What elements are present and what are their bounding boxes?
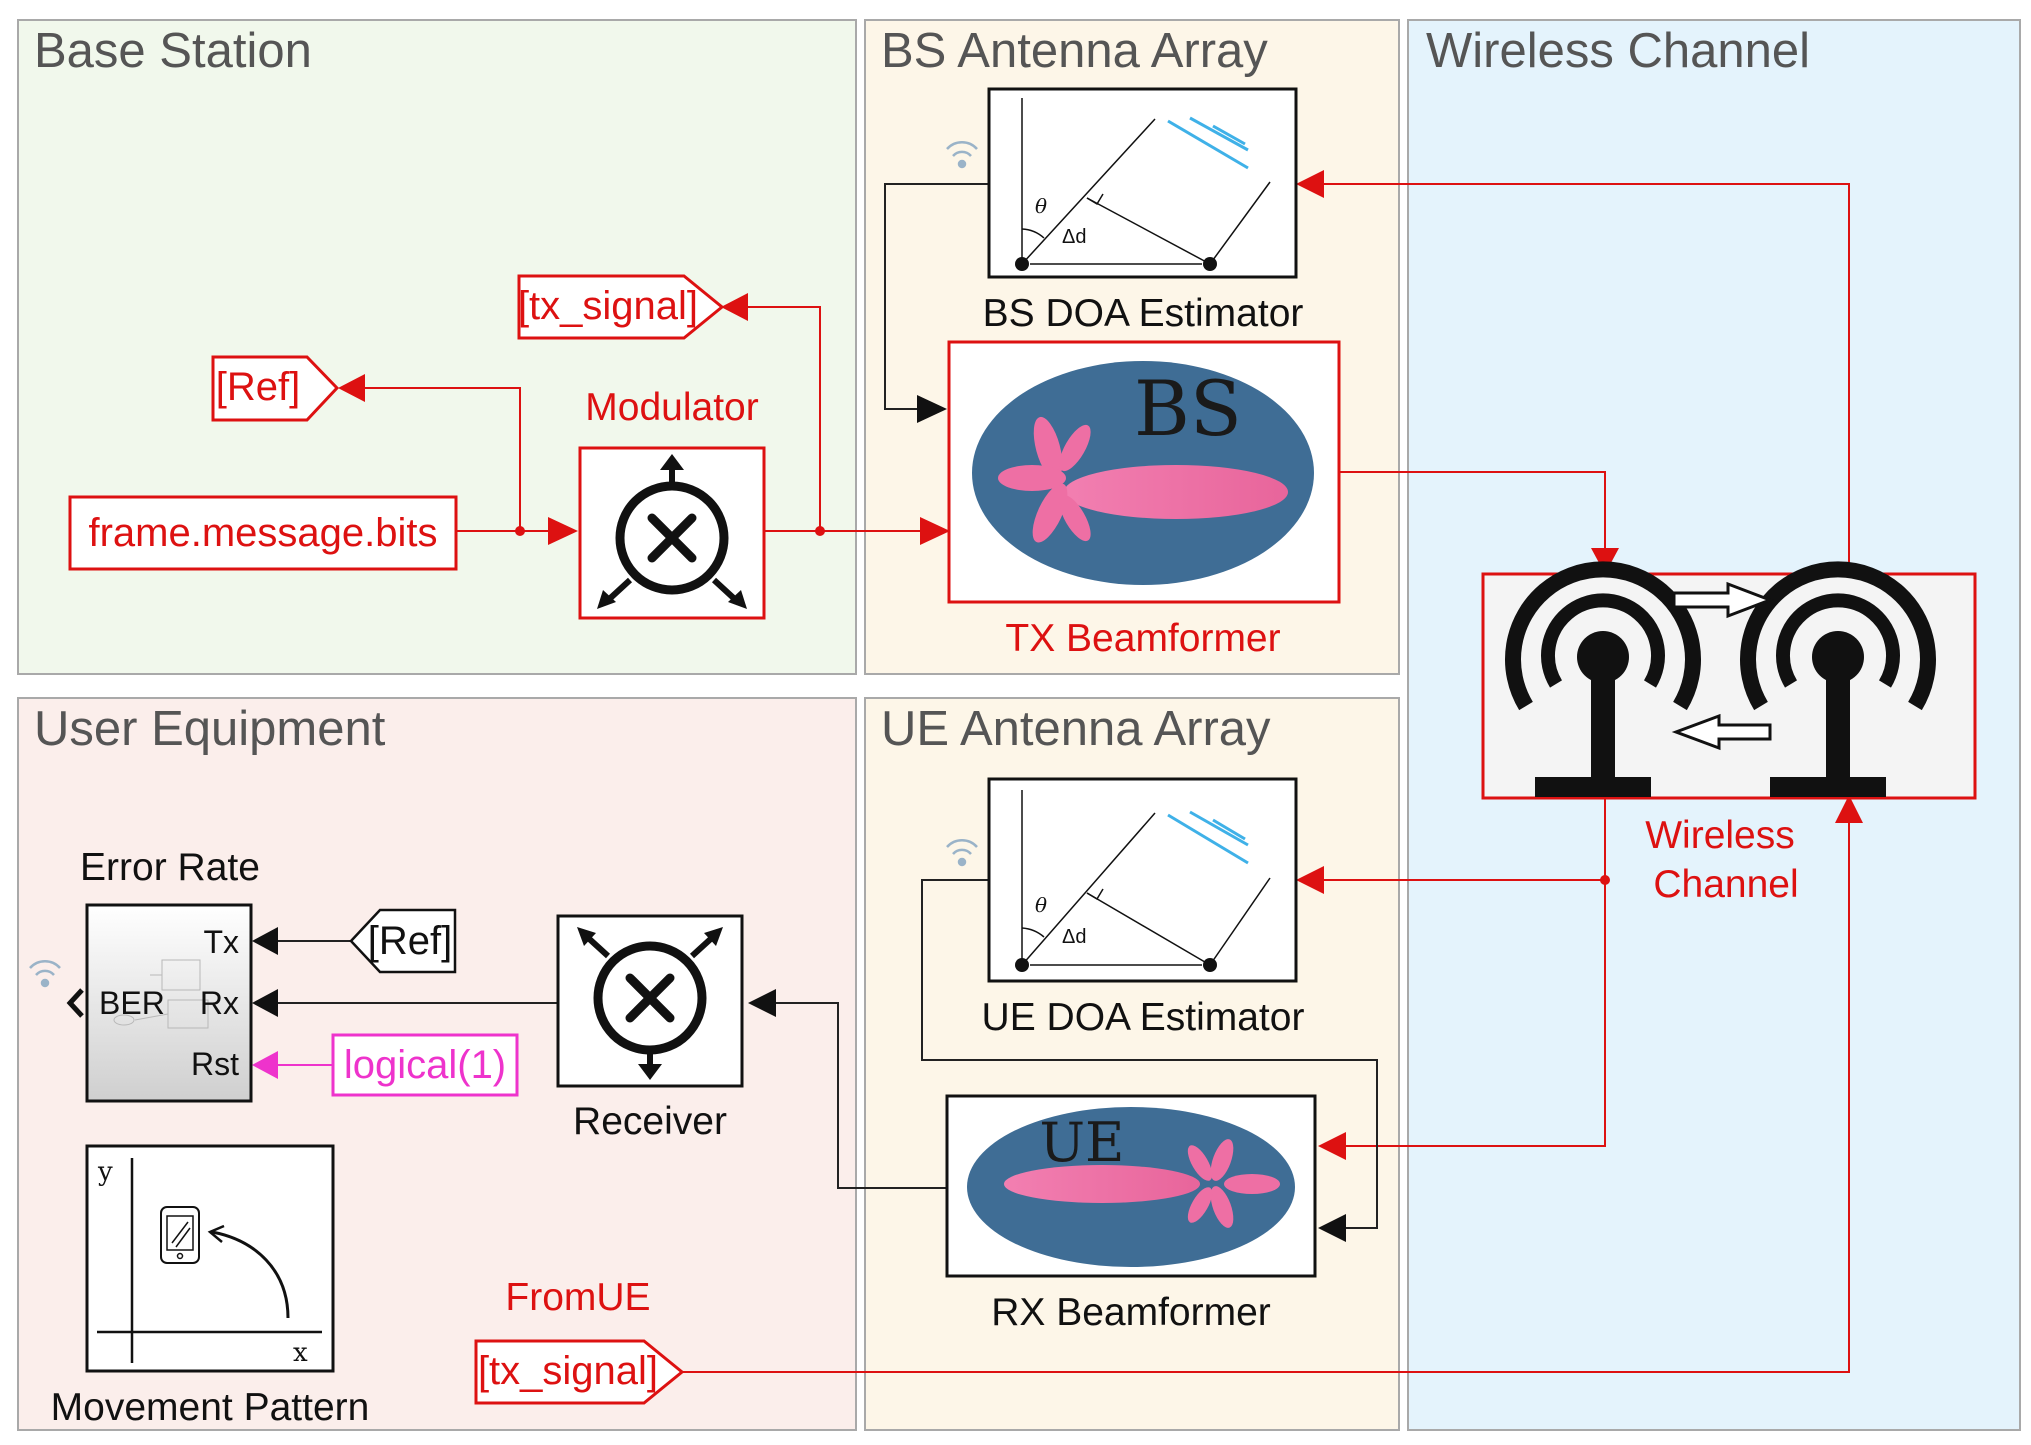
from-ref-label: [Ref]: [368, 919, 452, 963]
receiver-label: Receiver: [573, 1100, 727, 1143]
area-title-ue-antenna-array: UE Antenna Array: [881, 702, 1271, 756]
from-ue-tag-label: [tx_signal]: [478, 1349, 658, 1393]
area-title-user-equipment: User Equipment: [34, 702, 386, 756]
wireless-channel-label-line1: Wireless: [1645, 814, 1795, 857]
antenna-signal-icon: [946, 838, 978, 867]
arrow-left-icon: [1671, 713, 1772, 751]
goto-ref-label: [Ref]: [216, 365, 300, 409]
const-frame-message-bits-block[interactable]: frame.message.bits: [68, 495, 458, 571]
from-ref-tag[interactable]: [Ref]: [349, 908, 457, 974]
const-logical-block[interactable]: logical(1): [331, 1033, 519, 1097]
axis-y-label: y: [97, 1157, 113, 1187]
movement-pattern-block[interactable]: y x: [85, 1144, 335, 1373]
axis-x-label: x: [293, 1338, 308, 1368]
theta-symbol: θ: [1035, 893, 1047, 917]
output-port-arrow-icon: [66, 988, 84, 1018]
ue-doa-estimator-label: UE DOA Estimator: [982, 996, 1305, 1039]
bs-doa-estimator-block[interactable]: θ Δd: [987, 87, 1298, 279]
const-bits-label: frame.message.bits: [88, 511, 437, 555]
port-rx: Rx: [200, 985, 239, 1021]
from-ue-tx-signal-tag[interactable]: [tx_signal]: [474, 1339, 685, 1405]
area-title-base-station: Base Station: [34, 24, 312, 78]
multiply-icon: [597, 454, 747, 609]
rx-beamformer-block[interactable]: UE: [945, 1094, 1317, 1278]
error-rate-thumbnail-icon: [113, 959, 209, 1029]
port-tx: Tx: [203, 924, 239, 960]
tower-icon-right: [1740, 561, 1936, 797]
modulator-label: Modulator: [585, 386, 758, 429]
branch-point: [1600, 875, 1610, 885]
goto-ref-tag[interactable]: [Ref]: [211, 355, 340, 422]
bs-doa-estimator-label: BS DOA Estimator: [983, 292, 1304, 335]
rx-beamformer-label: RX Beamformer: [991, 1291, 1271, 1334]
signal-lines-black: [278, 183, 1378, 1229]
delta-d-symbol: Δd: [1062, 226, 1086, 248]
branch-point: [515, 526, 525, 536]
wireless-channel-label-line2: Channel: [1653, 863, 1798, 906]
arrowhead-magenta: [252, 1051, 278, 1079]
beamformer-logo-icon: BS: [972, 361, 1314, 585]
port-rst: Rst: [191, 1046, 239, 1082]
antenna-signal-icon: [29, 959, 61, 988]
tower-icon-left: [1505, 561, 1701, 797]
const-logical-label: logical(1): [344, 1043, 506, 1087]
tx-beamformer-block[interactable]: BS: [947, 340, 1341, 604]
arrowheads-red: [338, 170, 1863, 1160]
ue-doa-estimator-block[interactable]: θ Δd: [987, 777, 1298, 983]
arrow-right-icon: [1672, 581, 1775, 619]
logo-text-bs: BS: [1134, 364, 1242, 453]
area-title-bs-antenna-array: BS Antenna Array: [881, 24, 1268, 78]
arrowheads-black: [252, 395, 1346, 1242]
error-rate-block[interactable]: Tx Rx Rst BER: [85, 903, 253, 1103]
beamformer-logo-icon: UE: [967, 1107, 1295, 1267]
from-ue-title: FromUE: [505, 1276, 650, 1319]
port-ber: BER: [99, 985, 165, 1021]
theta-symbol: θ: [1035, 194, 1047, 218]
error-rate-label: Error Rate: [80, 846, 260, 889]
doa-geometry-icon: [1021, 790, 1271, 966]
goto-tx-signal-label: [tx_signal]: [518, 284, 698, 328]
movement-plot-icon: [97, 1158, 322, 1363]
tx-beamformer-label: TX Beamformer: [1005, 617, 1280, 660]
logo-text-ue: UE: [1040, 1111, 1125, 1174]
signal-lines-red: [365, 183, 1850, 1373]
multiply-icon: [577, 927, 723, 1080]
area-title-wireless-channel: Wireless Channel: [1426, 24, 1810, 78]
movement-pattern-label: Movement Pattern: [51, 1386, 370, 1429]
antenna-signal-icon: [946, 140, 978, 169]
receiver-block[interactable]: [556, 914, 744, 1088]
modulator-block[interactable]: [578, 446, 766, 620]
branch-point: [815, 526, 825, 536]
goto-tx-signal-tag[interactable]: [tx_signal]: [517, 274, 725, 340]
doa-geometry-icon: [1021, 98, 1271, 265]
wireless-channel-block[interactable]: [1481, 561, 1977, 800]
delta-d-symbol: Δd: [1062, 926, 1086, 948]
